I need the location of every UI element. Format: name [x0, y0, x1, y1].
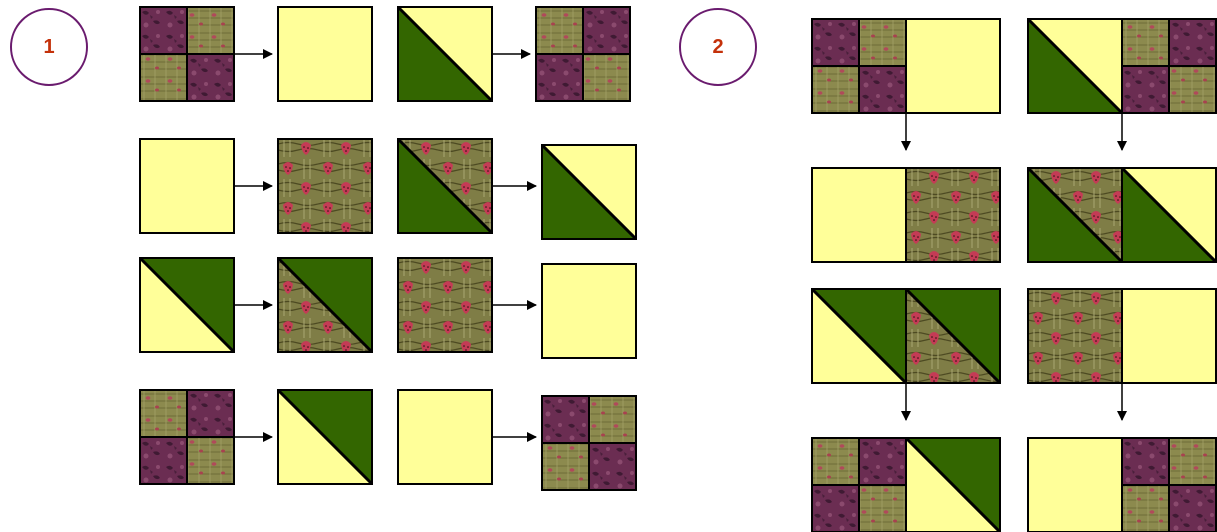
yellow-square	[140, 139, 234, 233]
half-square-triangle	[398, 7, 492, 101]
four-patch-block	[1122, 19, 1216, 113]
four-patch-block	[140, 390, 234, 484]
half-square-triangle	[812, 289, 906, 383]
half-square-triangle	[278, 258, 372, 352]
four-patch-block	[812, 438, 906, 532]
half-square-triangle	[140, 258, 234, 352]
yellow-square	[1028, 438, 1122, 532]
yellow-square	[542, 264, 636, 358]
four-patch-block	[542, 396, 636, 490]
half-square-triangle	[542, 145, 636, 239]
strawberry-square	[906, 168, 1000, 262]
half-square-triangle	[1028, 19, 1122, 113]
four-patch-block	[536, 7, 630, 101]
strawberry-square	[1028, 289, 1122, 383]
yellow-square	[812, 168, 906, 262]
yellow-square	[278, 7, 372, 101]
strawberry-square	[398, 258, 492, 352]
half-square-triangle	[1122, 168, 1216, 262]
half-square-triangle	[278, 390, 372, 484]
half-square-triangle	[398, 139, 492, 233]
four-patch-block	[812, 19, 906, 113]
panel-2	[812, 19, 1216, 532]
yellow-square	[906, 19, 1000, 113]
strawberry-square	[278, 139, 372, 233]
four-patch-block	[1122, 438, 1216, 532]
four-patch-block	[140, 7, 234, 101]
yellow-square	[1122, 289, 1216, 383]
half-square-triangle	[1028, 168, 1122, 262]
half-square-triangle	[906, 289, 1000, 383]
panel-1	[140, 7, 636, 490]
half-square-triangle	[906, 438, 1000, 532]
yellow-square	[398, 390, 492, 484]
